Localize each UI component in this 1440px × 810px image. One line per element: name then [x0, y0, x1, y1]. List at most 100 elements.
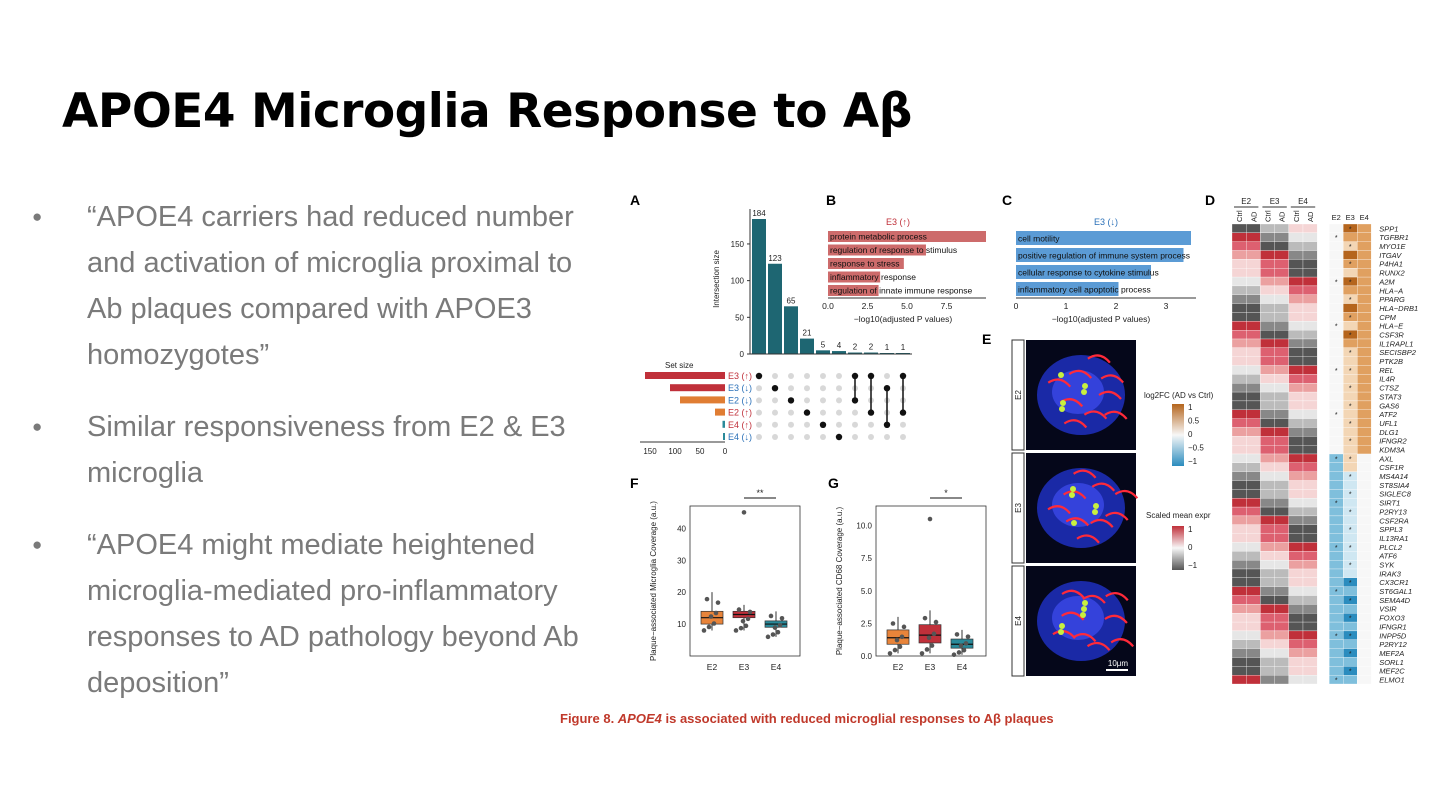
heatmap-cell: [1288, 453, 1304, 463]
heatmap-cell: [1302, 498, 1318, 508]
heatmap-cell: [1260, 453, 1275, 463]
caption-gene: APOE4: [617, 711, 662, 726]
intersection-bar: [848, 352, 862, 354]
data-point: [919, 651, 925, 656]
heatmap-cell: [1231, 568, 1247, 578]
panel-label: F: [630, 475, 639, 491]
fc-cell: [1357, 436, 1372, 446]
heatmap-cell: [1260, 294, 1275, 304]
heatmap-cell: [1302, 374, 1318, 384]
matrix-dot-filled: [883, 421, 891, 428]
fc-cell: [1343, 391, 1358, 402]
matrix-dot-empty: [804, 373, 810, 379]
heatmap-cell: [1302, 462, 1318, 472]
heatmap-cell: [1288, 436, 1304, 446]
fc-cell: [1329, 330, 1344, 340]
heatmap-cell: [1260, 551, 1275, 561]
heatmap-cell: [1274, 515, 1289, 525]
sig-star: *: [1349, 333, 1352, 340]
heatmap-cell: [1231, 560, 1247, 570]
heatmap-cell: [1274, 506, 1289, 517]
heatmap-col-label: Ctrl: [1292, 210, 1301, 222]
heatmap-cell: [1231, 259, 1247, 269]
gene-label: P2RY13: [1379, 507, 1407, 516]
fc-cell: [1329, 657, 1344, 667]
heatmap-cell: [1231, 604, 1247, 614]
y-axis-label: Plaque−associated CD68 Coverage (a.u.): [835, 507, 844, 656]
heatmap-cell: [1246, 560, 1261, 570]
heatmap-cell: [1274, 560, 1289, 570]
iba1-process: [1047, 505, 1071, 515]
go-term-label: regulation of response to stimulus: [830, 245, 957, 255]
heatmap-cell: [1260, 268, 1275, 278]
gene-label: ST6GAL1: [1379, 587, 1412, 596]
x-tick-label: E3: [739, 662, 750, 672]
heatmap-cell: [1302, 613, 1318, 623]
iba1-process: [1091, 482, 1116, 492]
fc-cell: [1357, 223, 1372, 233]
heatmap-cell: [1302, 621, 1318, 632]
set-axis-tick: 50: [696, 447, 705, 456]
heatmap-cell: [1260, 356, 1275, 366]
matrix-dot-filled: [851, 372, 859, 380]
fc-cell: [1343, 356, 1358, 366]
heatmap-cell: [1274, 666, 1289, 676]
heatmap-cell: [1246, 489, 1261, 499]
data-point: [951, 652, 957, 657]
iba1-process: [1061, 589, 1085, 599]
heatmap-cell: [1302, 338, 1318, 348]
heatmap-cell: [1302, 480, 1318, 490]
heatmap-cell: [1274, 391, 1289, 402]
heatmap-cell: [1231, 347, 1247, 357]
fc-cell: [1329, 250, 1344, 260]
fc-cell: [1329, 480, 1344, 490]
heatmap-cell: [1246, 436, 1261, 446]
panel-label: G: [828, 475, 839, 491]
matrix-dot-filled: [899, 372, 907, 380]
legend-tick: 0: [1188, 543, 1193, 552]
fc-cell: [1329, 383, 1344, 393]
gene-label: SPP1: [1379, 224, 1398, 233]
sig-star: *: [1349, 350, 1352, 357]
gene-label: DLG1: [1379, 428, 1399, 437]
cd68-puncta: [1071, 520, 1077, 526]
heatmap-cell: [1246, 462, 1261, 472]
fc-cell: [1357, 418, 1372, 428]
box: [950, 638, 974, 649]
fc-cell: [1329, 621, 1344, 632]
matrix-dot-filled: [819, 421, 827, 428]
sig-mark: *: [944, 488, 948, 498]
heatmap-cell: [1246, 453, 1261, 463]
heatmap-cell: [1246, 613, 1261, 623]
fc-cell: [1357, 445, 1372, 455]
row-label-box: [1011, 339, 1025, 451]
matrix-dot-empty: [788, 409, 794, 416]
heatmap-cell: [1260, 347, 1275, 357]
heatmap-cell: [1274, 498, 1289, 508]
heatmap-cell: [1231, 639, 1247, 649]
gene-label: SECISBP2: [1379, 348, 1417, 357]
outlier-point: [741, 510, 747, 515]
heatmap-cell: [1260, 498, 1275, 508]
fc-cell: [1357, 383, 1372, 393]
heatmap-cell: [1246, 577, 1261, 587]
sig-star: *: [1349, 545, 1352, 552]
go-term-label: positive regulation of immune system pro…: [1018, 251, 1190, 261]
heatmap-cell: [1246, 338, 1261, 348]
go-term-bar: [828, 258, 904, 269]
matrix-dot-empty: [836, 409, 842, 416]
fc-cell: [1357, 568, 1372, 578]
matrix-dot-empty: [836, 385, 842, 392]
heatmap-cell: [1231, 276, 1247, 287]
legend-colorbar: [1172, 526, 1184, 570]
sig-mark: **: [756, 488, 764, 498]
matrix-dot-empty: [756, 397, 762, 404]
gene-label: SEMA4D: [1379, 596, 1410, 605]
fc-cell: [1357, 462, 1372, 472]
gene-label: MEF2A: [1379, 649, 1404, 658]
data-point: [958, 643, 964, 648]
iba1-process: [1087, 354, 1111, 364]
heatmap-cell: [1302, 285, 1318, 295]
gene-label: REL: [1379, 366, 1394, 375]
heatmap-cell: [1231, 330, 1247, 340]
